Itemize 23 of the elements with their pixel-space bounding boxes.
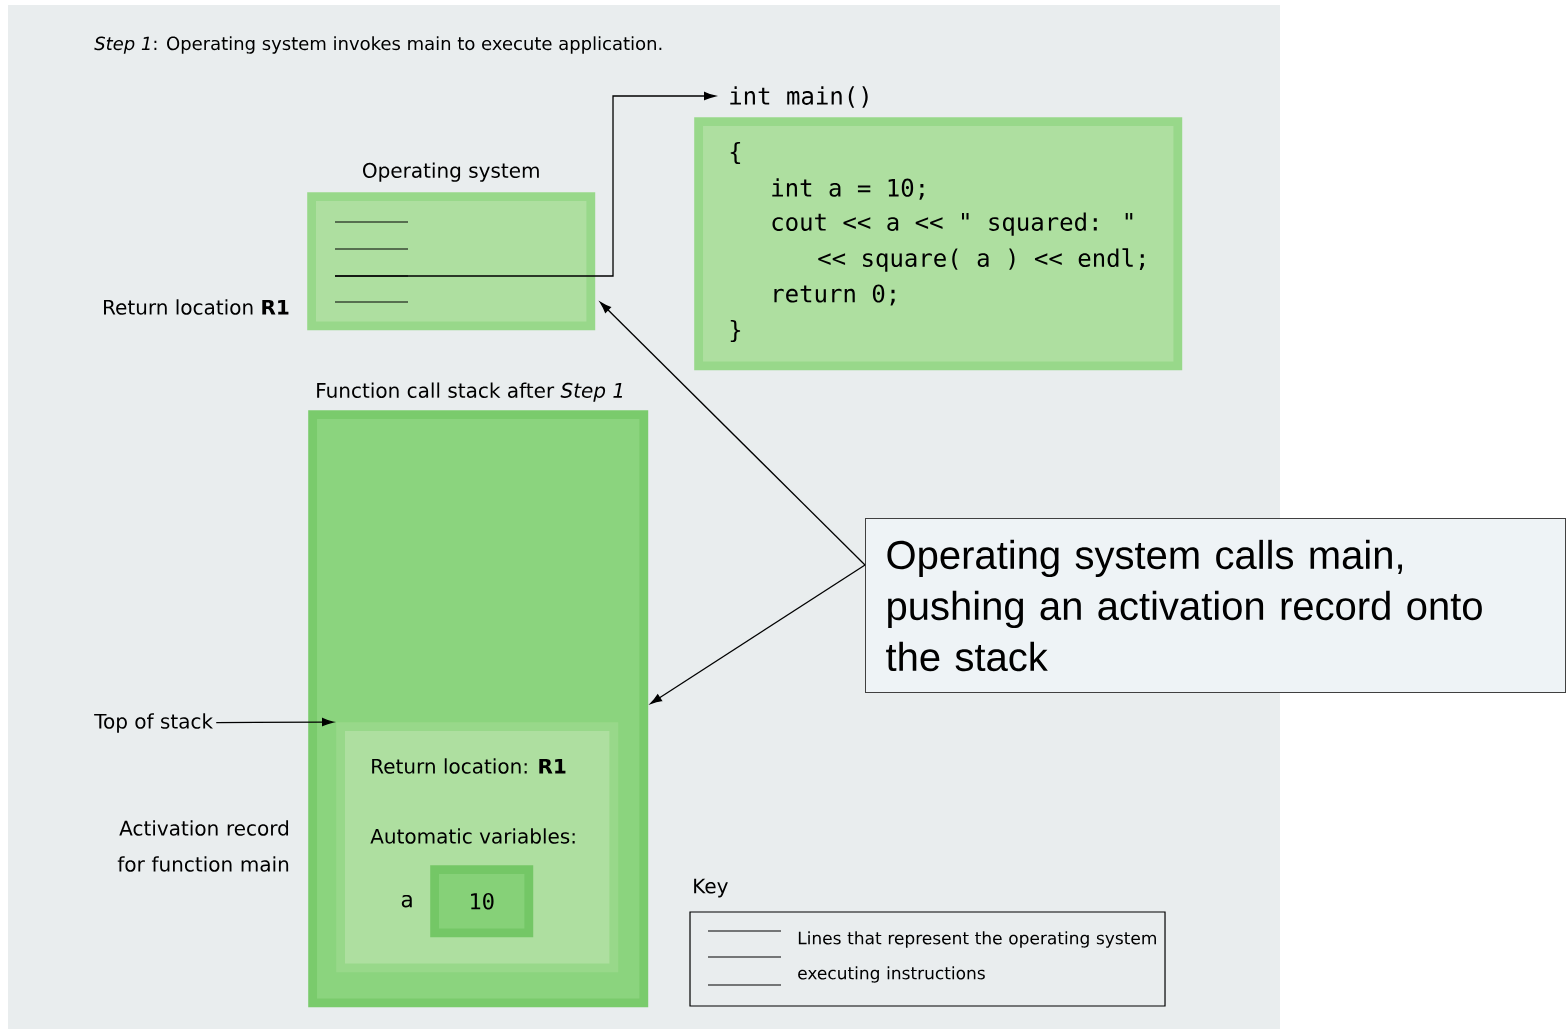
callout-box: Operating system calls main, pushing an activation record onto the stack [865, 518, 1566, 693]
legend-text: Lines that represent the operating system executing instructions [798, 931, 1156, 983]
box-heading: Function call stack after Step 1 [317, 382, 623, 402]
arrow [215, 718, 334, 727]
box-heading: Operating system [363, 162, 539, 182]
code-line: return 0; [774, 284, 895, 306]
side-label: Return location R1 [104, 299, 289, 315]
arrow [599, 301, 866, 566]
legend-title: Key [694, 878, 728, 898]
variable-box: 10 [430, 865, 534, 938]
code-line: } [730, 319, 741, 343]
record-text: Automatic variables: [370, 828, 575, 844]
pointer-label: Top of stack [94, 713, 213, 733]
code-line: { [730, 141, 741, 165]
record-text: Return location: R1 [372, 758, 566, 774]
code-line: << square( a ) << endl; [818, 248, 1144, 272]
code-line: int a = 10; [772, 178, 924, 200]
side-label: Activation record for function main [117, 820, 289, 872]
code-heading: int main() [730, 86, 868, 108]
variable-name: a [401, 894, 412, 908]
arrow [650, 564, 866, 704]
title: Step 1: Operating system invokes main to execute application. [94, 36, 662, 54]
code-line: cout << a << " squared: " [772, 212, 1133, 236]
